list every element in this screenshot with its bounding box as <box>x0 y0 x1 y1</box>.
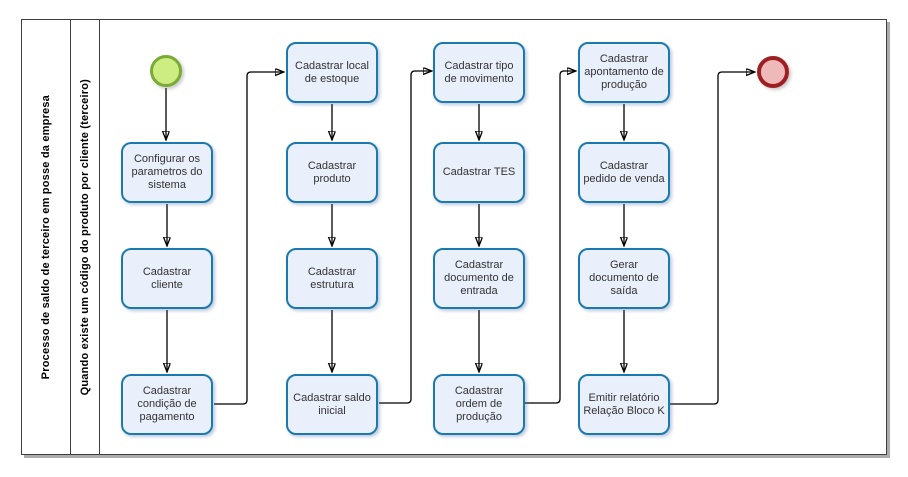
task-cadastrar-apontamento-de-producao[interactable]: Cadastrar apontamento de produção <box>578 42 670 103</box>
task-cadastrar-saldo-inicial[interactable]: Cadastrar saldo inicial <box>286 374 378 435</box>
task-label: Cadastrar ordem de produção <box>454 385 504 423</box>
task-label: Cadastrar tipo de movimento <box>444 59 514 85</box>
task-label: Cadastrar produto <box>307 159 357 185</box>
task-emitir-relatorio-relacao-bloco-k[interactable]: Emitir relatório Relação Bloco K <box>578 374 670 435</box>
task-cadastrar-tes[interactable]: Cadastrar TES <box>433 142 525 203</box>
task-label: Cadastrar TES <box>442 166 516 178</box>
task-label: Gerar documento de saída <box>589 259 659 297</box>
pool-title-band: Processo de saldo de terceiro em posse d… <box>22 20 71 454</box>
lane-title: Quando existe um código do produto por c… <box>79 78 91 396</box>
end-event[interactable] <box>757 56 789 88</box>
task-cadastrar-estrutura[interactable]: Cadastrar estrutura <box>286 248 378 309</box>
task-configurar-os-parametros-do-sistema[interactable]: Configurar os parametros do sistema <box>121 142 213 203</box>
task-gerar-documento-de-saida[interactable]: Gerar documento de saída <box>578 248 670 309</box>
task-cadastrar-pedido-de-venda[interactable]: Cadastrar pedido de venda <box>578 142 670 203</box>
task-label: Cadastrar condição de pagamento <box>137 385 197 423</box>
task-cadastrar-produto[interactable]: Cadastrar produto <box>286 142 378 203</box>
task-label: Cadastrar apontamento de produção <box>584 53 664 91</box>
task-label: Cadastrar documento de entrada <box>444 259 514 297</box>
task-cadastrar-local-de-estoque[interactable]: Cadastrar local de estoque <box>286 42 378 103</box>
task-cadastrar-tipo-de-movimento[interactable]: Cadastrar tipo de movimento <box>433 42 525 103</box>
pool-title: Processo de saldo de terceiro em posse d… <box>40 94 52 380</box>
task-label: Emitir relatório Relação Bloco K <box>583 391 665 417</box>
task-label: Cadastrar pedido de venda <box>583 159 665 185</box>
task-label: Cadastrar cliente <box>142 265 192 291</box>
task-label: Cadastrar local de estoque <box>295 59 369 85</box>
task-label: Configurar os parametros do sistema <box>131 153 203 191</box>
lane-title-band: Quando existe um código do produto por c… <box>71 20 100 454</box>
task-cadastrar-ordem-de-producao[interactable]: Cadastrar ordem de produção <box>433 374 525 435</box>
task-label: Cadastrar saldo inicial <box>293 391 371 417</box>
task-cadastrar-documento-de-entrada[interactable]: Cadastrar documento de entrada <box>433 248 525 309</box>
task-cadastrar-condicao-de-pagamento[interactable]: Cadastrar condição de pagamento <box>121 374 213 435</box>
task-cadastrar-cliente[interactable]: Cadastrar cliente <box>121 248 213 309</box>
start-event[interactable] <box>150 55 182 87</box>
task-label: Cadastrar estrutura <box>307 265 357 291</box>
